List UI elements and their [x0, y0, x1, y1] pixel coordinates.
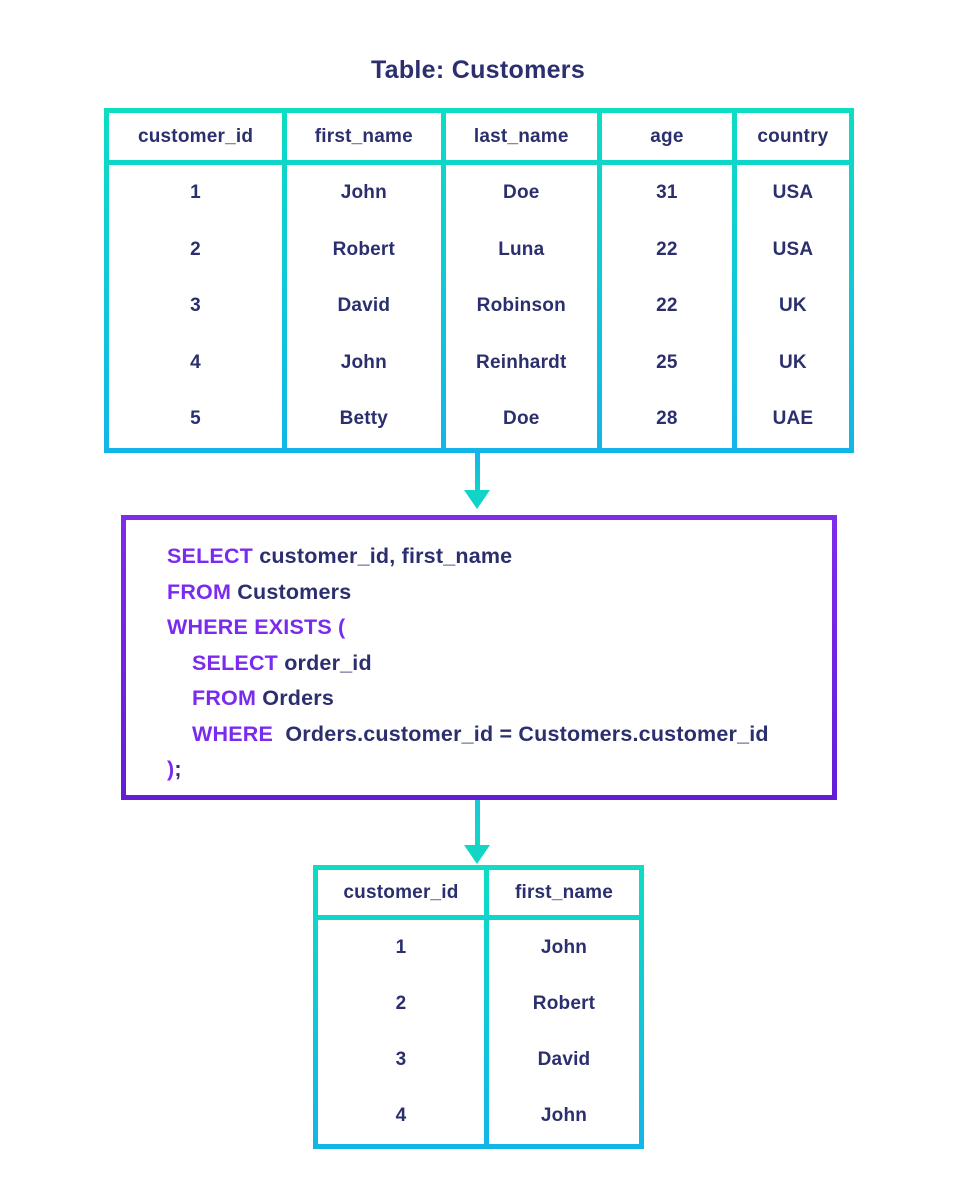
table-cell: John: [540, 937, 588, 958]
column-header-cell: last_name: [445, 113, 598, 160]
table-cell: UAE: [772, 408, 814, 430]
sql-line: FROM Customers: [167, 575, 822, 611]
table-cell: 28: [656, 408, 678, 430]
column-header-cell: first_name: [489, 870, 639, 915]
page-title: Table: Customers: [370, 56, 586, 84]
arrow-line: [474, 800, 480, 845]
table-cell: 25: [656, 351, 678, 373]
table-body-column: 31 22 22 25 28: [602, 165, 732, 448]
table-cell: 22: [656, 238, 678, 260]
table-cell: USA: [772, 238, 814, 260]
sql-keyword: WHERE EXISTS (: [167, 615, 346, 639]
table-cell: 22: [656, 295, 678, 317]
table-cell: USA: [772, 182, 814, 204]
table-cell: John: [340, 351, 387, 373]
table-cell: Reinhardt: [476, 351, 567, 373]
table-column: customer_id 1 2 3 4: [318, 870, 484, 1144]
column-header-cell: first_name: [287, 113, 441, 160]
sql-line: );: [167, 752, 822, 788]
column-header-cell: age: [602, 113, 732, 160]
column-header-cell: customer_id: [109, 113, 283, 160]
table-cell: John: [340, 182, 387, 204]
column-header-cell: country: [736, 113, 849, 160]
sql-line: FROM Orders: [167, 681, 822, 717]
sql-keyword: SELECT: [167, 544, 254, 568]
table-column: age 31 22 22 25 28: [602, 113, 732, 448]
table-cell: 31: [656, 182, 678, 204]
table-cell: UK: [779, 295, 807, 317]
arrow-line: [474, 453, 480, 490]
sql-text: Orders.customer_id = Customers.customer_…: [273, 721, 769, 746]
table-cell: 4: [190, 351, 201, 373]
table-cell: Robinson: [476, 295, 566, 317]
sql-line: SELECT customer_id, first_name: [167, 539, 822, 575]
column-header-cell: customer_id: [318, 870, 484, 915]
table-cell: Doe: [503, 408, 540, 430]
sql-keyword: SELECT: [192, 650, 279, 675]
table-cell: UK: [779, 351, 807, 373]
table-cell: Betty: [339, 408, 389, 430]
sql-text: ;: [174, 757, 182, 781]
sql-line: WHERE EXISTS (: [167, 610, 822, 646]
table-cell: Robert: [332, 238, 396, 260]
table-cell: 2: [190, 238, 201, 260]
sql-text: order_id: [278, 650, 372, 675]
table-cell: Robert: [532, 993, 596, 1014]
table-body-column: USA USA UK UK UAE: [736, 165, 849, 448]
sql-text: Orders: [256, 686, 334, 710]
sql-keyword: FROM: [167, 579, 232, 604]
arrow-down-icon: [462, 453, 492, 509]
table-body-column: 1 2 3 4 5: [109, 165, 283, 448]
sql-keyword: FROM: [192, 686, 257, 710]
table-cell: Luna: [498, 238, 545, 260]
table-cell: 5: [190, 408, 201, 430]
table-column: customer_id 1 2 3 4 5: [109, 113, 283, 448]
arrow-head: [464, 490, 490, 509]
table-cell: Doe: [503, 182, 540, 204]
table-body-column: 1 2 3 4: [318, 920, 484, 1144]
sql-text: Customers: [231, 579, 352, 604]
sql-keyword: ): [167, 757, 175, 781]
table-cell: 1: [395, 937, 407, 958]
table-cell: 4: [395, 1105, 407, 1126]
table-cell: 3: [190, 295, 201, 317]
arrow-down-icon: [462, 800, 492, 864]
sql-text: customer_id, first_name: [253, 544, 513, 568]
sql-keyword: WHERE: [192, 721, 274, 746]
arrow-head: [464, 845, 490, 864]
table-cell: John: [540, 1105, 588, 1126]
sql-line: WHERE Orders.customer_id = Customers.cus…: [167, 717, 822, 753]
sql-line: SELECT order_id: [167, 646, 822, 682]
table-cell: 3: [395, 1049, 407, 1070]
table-cell: David: [337, 295, 391, 317]
table-cell: 1: [190, 182, 201, 204]
table-cell: 2: [395, 993, 407, 1014]
table-cell: David: [537, 1049, 591, 1070]
